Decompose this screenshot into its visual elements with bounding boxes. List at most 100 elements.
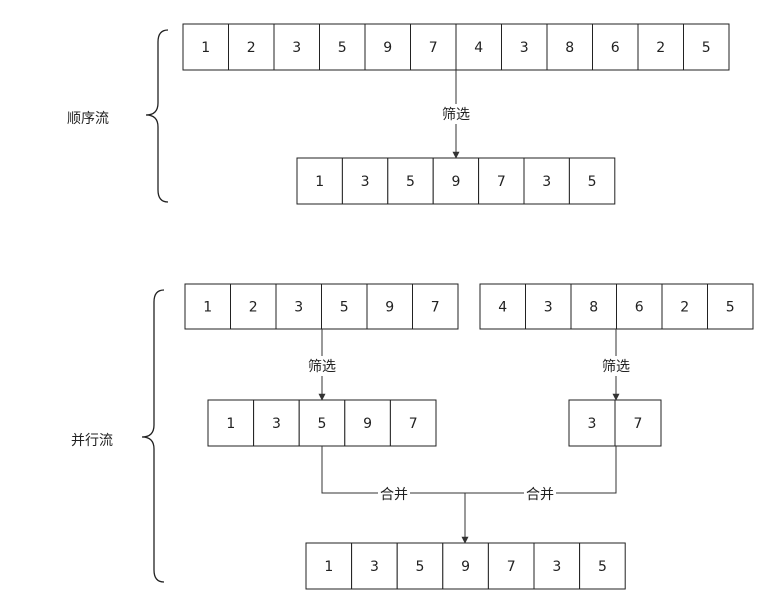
array-cell-box	[579, 542, 626, 590]
array-cell-box	[275, 283, 322, 330]
parallel-right-merge-label: 合并	[526, 487, 554, 503]
array-cell-value: 9	[385, 300, 394, 316]
array-cell-box	[614, 399, 662, 447]
array-cell-box	[351, 542, 398, 590]
array-cell: 3	[523, 157, 570, 205]
array-cell: 5	[707, 283, 754, 330]
array-cell-value: 7	[507, 559, 516, 575]
array-cell-value: 9	[363, 416, 372, 432]
array-cell-box	[321, 283, 368, 330]
array-cell: 3	[341, 157, 389, 205]
parallel-left-merge-label: 合并	[380, 487, 408, 503]
array-cell: 3	[273, 23, 320, 71]
array-cell-box	[410, 23, 457, 71]
array-cell: 5	[683, 23, 730, 71]
array-cell: 5	[298, 399, 346, 447]
array-cell: 9	[344, 399, 391, 447]
array-cell-value: 5	[598, 559, 607, 575]
array-cell-value: 7	[431, 300, 440, 316]
sequential-filter-label-bg	[440, 104, 472, 124]
array-cell-value: 1	[324, 559, 333, 575]
array-cell: 8	[546, 23, 593, 71]
array-cell: 3	[525, 283, 572, 330]
array-cell-value: 5	[406, 174, 415, 190]
array-cell-box	[616, 283, 663, 330]
array-cell: 4	[455, 23, 502, 71]
array-cell-box	[389, 399, 437, 447]
parallel-title: 并行流	[71, 433, 113, 449]
array-cell-value: 5	[318, 416, 327, 432]
array-cell-box	[228, 23, 275, 71]
parallel-left-filter-label: 筛选	[308, 359, 336, 375]
array-cell-value: 9	[461, 559, 470, 575]
array-cell: 5	[319, 23, 366, 71]
array-cell: 7	[410, 23, 457, 71]
array-cell-value: 6	[635, 300, 644, 316]
array-cell: 2	[637, 23, 684, 71]
array-cell-value: 9	[451, 174, 460, 190]
parallel-brace	[141, 289, 165, 583]
parallel-left-merge-line	[321, 446, 465, 494]
array-cell-box	[592, 23, 639, 71]
array-cell: 9	[432, 157, 480, 205]
array-cell: 3	[253, 399, 300, 447]
array-cell: 7	[487, 542, 535, 590]
array-cell-box	[412, 283, 459, 330]
array-cell-box	[661, 283, 708, 330]
array-cell-value: 3	[542, 174, 551, 190]
array-cell-box	[305, 542, 353, 590]
array-cell-box	[479, 283, 526, 330]
array-cell-box	[182, 23, 229, 71]
array-cell-value: 7	[634, 416, 643, 432]
array-cell: 7	[478, 157, 525, 205]
array-cell-box	[501, 23, 548, 71]
array-cell-box	[387, 157, 434, 205]
array-cell-box	[230, 283, 277, 330]
array-cell-value: 3	[292, 40, 301, 56]
array-cell-value: 7	[429, 40, 438, 56]
array-cell-value: 8	[589, 300, 598, 316]
array-cell-value: 4	[498, 300, 507, 316]
array-cell-box	[523, 157, 570, 205]
parallel-right-merge-label-bg	[524, 485, 556, 503]
sequential-title: 顺序流	[67, 111, 109, 127]
array-cell: 4	[479, 283, 526, 330]
array-cell-box	[366, 283, 413, 330]
array-cell: 5	[396, 542, 444, 590]
array-cell-box	[341, 157, 389, 205]
array-cell: 8	[570, 283, 617, 330]
array-cell-value: 1	[203, 300, 212, 316]
array-cell-value: 4	[474, 40, 483, 56]
array-cell: 3	[501, 23, 548, 71]
array-cell-value: 5	[588, 174, 597, 190]
array-cell: 5	[387, 157, 434, 205]
array-cell: 3	[275, 283, 322, 330]
array-cell-box	[455, 23, 502, 71]
array-cell: 6	[592, 23, 639, 71]
array-cell-value: 5	[338, 40, 347, 56]
array-cell: 6	[616, 283, 663, 330]
array-cell-box	[568, 157, 616, 205]
parallel-right-merge-line	[465, 446, 617, 494]
array-cell: 5	[579, 542, 626, 590]
array-cell-value: 5	[416, 559, 425, 575]
array-cell-box	[478, 157, 525, 205]
array-cell-value: 8	[565, 40, 574, 56]
array-cell: 1	[296, 157, 343, 205]
array-cell: 7	[412, 283, 459, 330]
array-cell: 7	[614, 399, 662, 447]
array-cell-box	[707, 283, 754, 330]
array-cell: 9	[442, 542, 489, 590]
array-cell: 1	[305, 542, 353, 590]
sequential-brace	[145, 29, 169, 203]
array-cell-box	[253, 399, 300, 447]
array-cell-box	[546, 23, 593, 71]
